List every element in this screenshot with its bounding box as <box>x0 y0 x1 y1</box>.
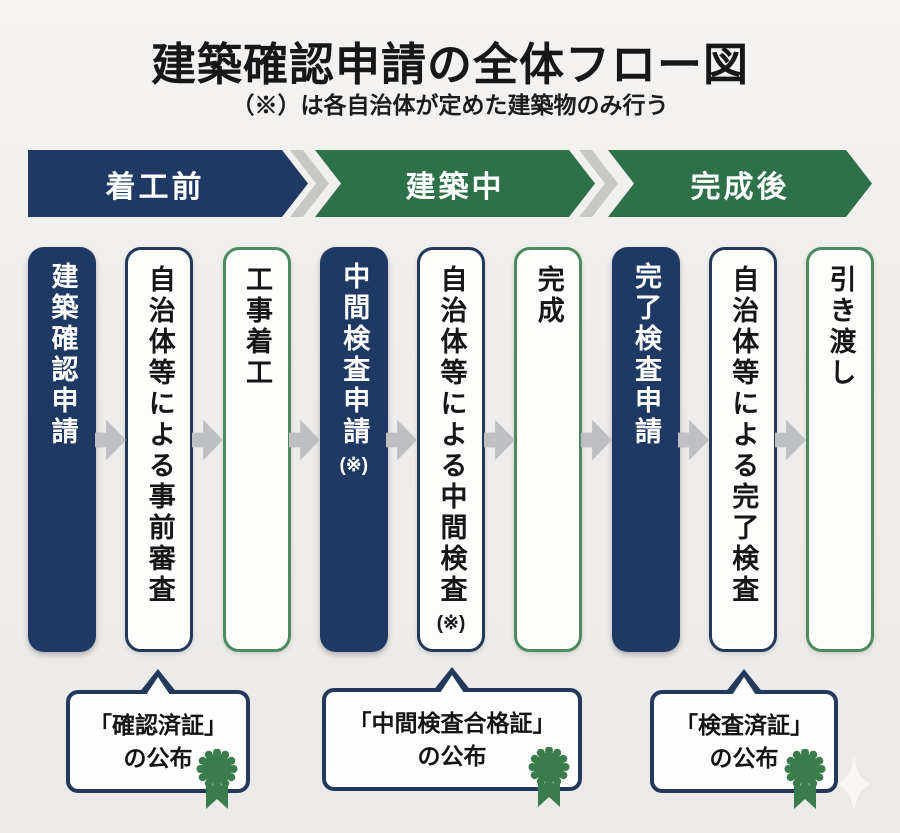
callout-line2: の公布 <box>709 744 779 771</box>
step-completion-inspection-application: 完了検査申請 <box>611 247 680 652</box>
award-ribbon-icon <box>196 749 238 809</box>
callout-pointer <box>144 677 172 698</box>
step-note: (※) <box>436 613 466 634</box>
process-steps: 建築確認申請 自治体等による事前審査 工事着工 中間検査申請 (※) 自治体等に… <box>28 247 874 652</box>
phase-label: 建築中 <box>405 170 505 204</box>
step-pre-review-by-municipality: 自治体等による事前審査 <box>125 247 194 652</box>
step-label: 完了検査申請 <box>631 262 661 448</box>
step-label: 自治体等による中間検査 <box>436 265 467 606</box>
callout-line2: の公布 <box>417 742 487 769</box>
callout-confirmation-certificate: 「確認済証」 の公布 <box>66 669 250 809</box>
step-label: 引き渡し <box>825 265 856 389</box>
callout-line1: 「確認済証」 <box>89 712 227 739</box>
sparkle-icon <box>836 756 872 812</box>
callout-pointer <box>438 675 466 696</box>
step-interim-inspection-by-municipality: 自治体等による中間検査 (※) <box>417 247 485 652</box>
callout-line1: 「検査済証」 <box>675 712 813 739</box>
step-confirmation-application: 建築確認申請 <box>28 247 96 652</box>
callout-pointer <box>730 677 758 698</box>
award-ribbon-icon <box>784 749 826 809</box>
phase-under-construction: 建築中 <box>315 150 595 217</box>
phase-banner: 着工前 建築中 完成後 <box>28 150 872 217</box>
step-label: 工事着工 <box>242 265 272 389</box>
page-title: 建築確認申請の全体フロー図 <box>150 39 749 90</box>
step-label: 自治体等による事前審査 <box>144 265 175 606</box>
step-interim-inspection-application: 中間検査申請 (※) <box>319 247 388 652</box>
award-ribbon-icon <box>528 747 570 807</box>
subtitle-note: （※）は各自治体が定めた建築物のみ行う <box>231 92 669 118</box>
callout-line1: 「中間検査合格証」 <box>348 710 556 737</box>
callout-interim-inspection-certificate: 「中間検査合格証」 の公布 <box>322 667 582 807</box>
step-completion-inspection-by-municipality: 自治体等による完了検査 <box>708 247 777 652</box>
step-completion: 完成 <box>514 247 583 652</box>
callout-inspection-certificate: 「検査済証」 の公布 <box>650 669 838 809</box>
step-label: 自治体等による完了検査 <box>728 265 759 606</box>
callout-line2: の公布 <box>123 744 193 771</box>
phase-post-completion: 完成後 <box>608 150 872 217</box>
step-construction-start: 工事着工 <box>222 247 291 652</box>
step-label: 完成 <box>533 265 564 327</box>
step-handover: 引き渡し <box>806 247 874 652</box>
phase-pre-construction: 着工前 <box>28 150 308 217</box>
step-note: (※) <box>339 455 369 476</box>
step-label: 建築確認申請 <box>47 262 78 448</box>
phase-label: 着工前 <box>105 170 205 204</box>
step-label: 中間検査申請 <box>339 262 370 448</box>
phase-label: 完成後 <box>690 170 790 204</box>
